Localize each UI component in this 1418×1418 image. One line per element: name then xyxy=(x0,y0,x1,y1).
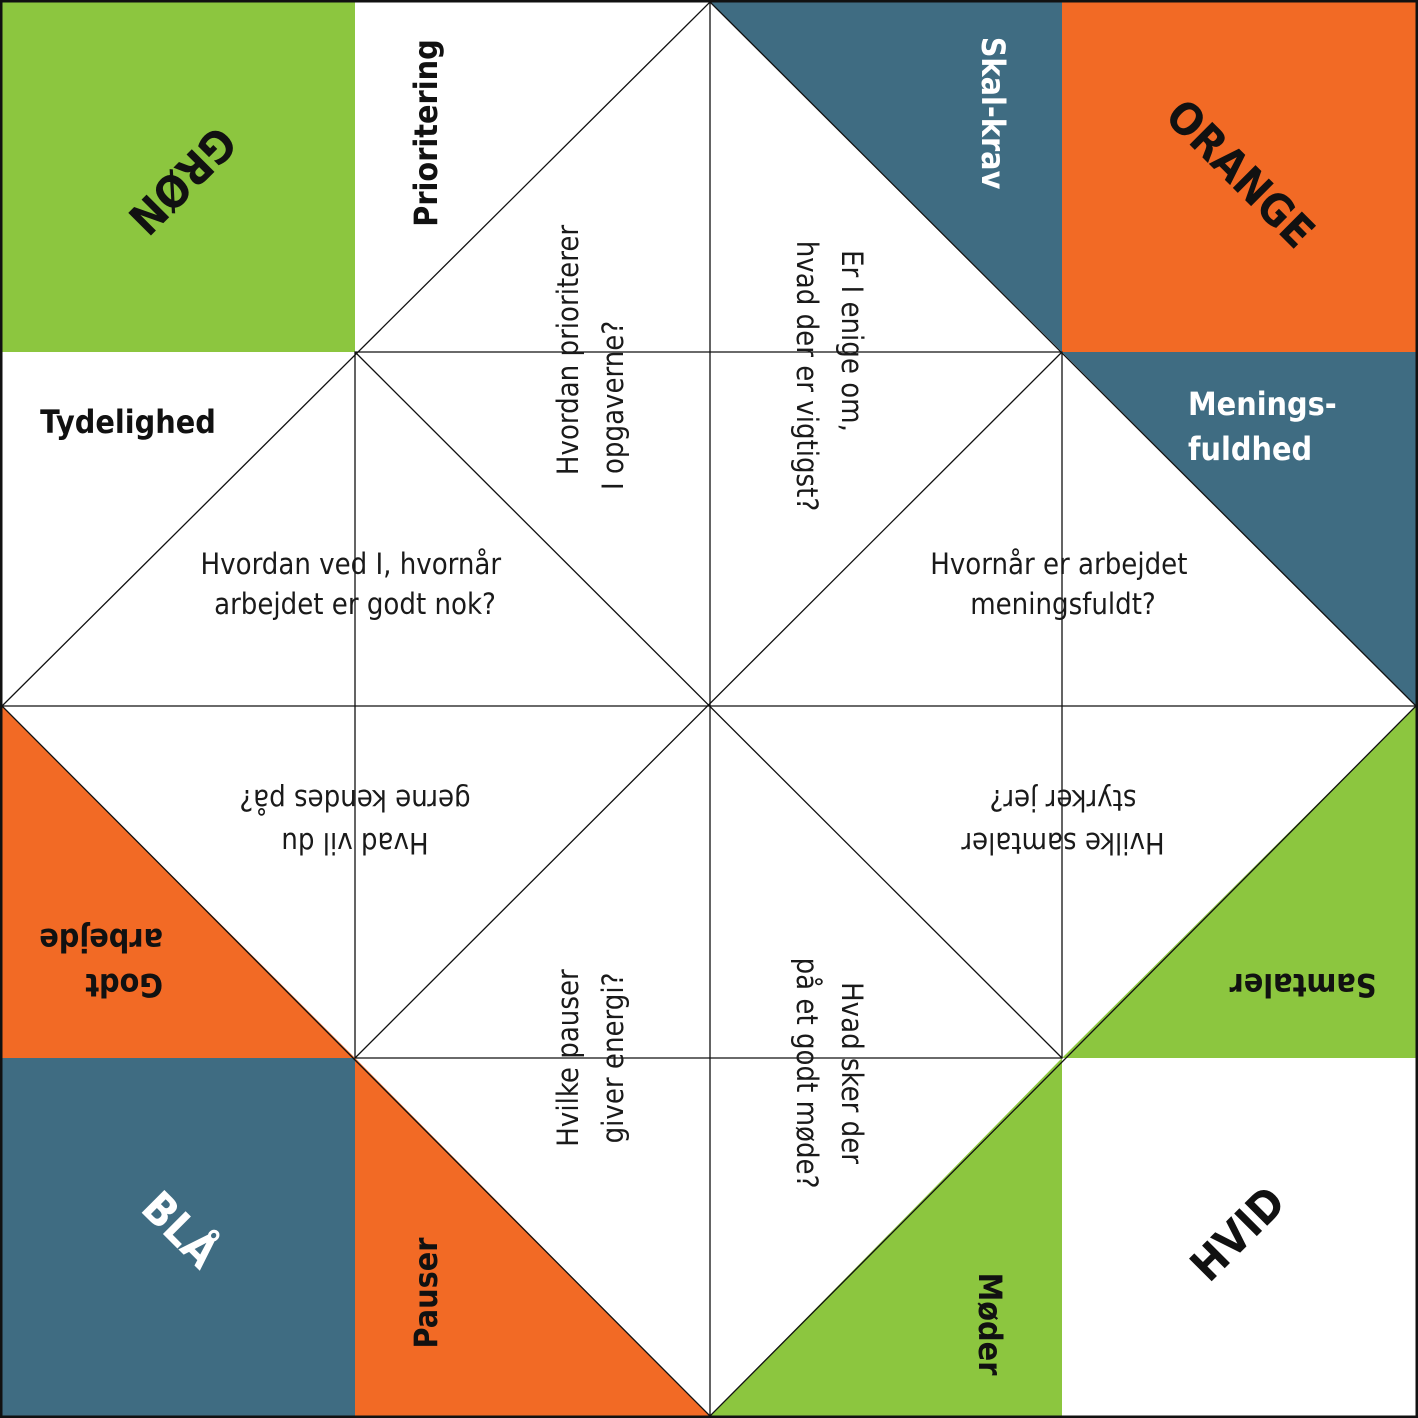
question-prioritering-line-2: I opgaverne? xyxy=(596,321,630,490)
corner-blue-square xyxy=(2,1058,355,1416)
question-godt-arbejde: Hvad vil du gerne kendes på? xyxy=(239,783,470,860)
fold-line-diagonal-b xyxy=(354,351,1063,1059)
flap-label-moeder: Møder xyxy=(971,1273,1009,1377)
flap-label-samtaler: Samtaler xyxy=(1229,966,1377,1004)
question-pauser-line-1: Hvilke pauser xyxy=(551,969,585,1147)
question-prioritering-line-1: Hvordan prioriterer xyxy=(551,225,585,475)
flap-label-tydelighed: Tydelighed xyxy=(40,403,216,441)
question-pauser: Hvilke pauser giver energi? xyxy=(551,969,630,1147)
question-samtaler: Hvilke samtaler styrker jer? xyxy=(961,783,1164,860)
flap-label-skal-krav: Skal-krav xyxy=(974,37,1012,190)
flap-label-meningsfuldhed-line-1: Menings- xyxy=(1188,385,1337,423)
question-meningsfuldhed: Hvornår er arbejdet meningsfuldt? xyxy=(930,547,1196,621)
flap-label-godt-arbejde: Godt arbejde xyxy=(39,921,163,1004)
question-pauser-line-2: giver energi? xyxy=(596,973,630,1144)
flap-label-godt-arbejde-line-1: Godt xyxy=(85,966,163,1004)
flap-label-pauser: Pauser xyxy=(407,1237,445,1349)
question-godt-arbejde-line-2: gerne kendes på? xyxy=(239,783,470,817)
question-godt-arbejde-line-1: Hvad vil du xyxy=(281,826,428,860)
question-skal-krav: Er I enige om, hvad der er vigtigst? xyxy=(790,241,869,511)
flap-label-godt-arbejde-line-2: arbejde xyxy=(39,921,163,959)
corner-green-square xyxy=(2,2,355,352)
question-tydelighed: Hvordan ved I, hvornår arbejdet er godt … xyxy=(201,547,510,621)
question-prioritering: Hvordan prioriterer I opgaverne? xyxy=(551,225,630,490)
corner-orange-square xyxy=(1062,2,1416,352)
question-tydelighed-line-1: Hvordan ved I, hvornår xyxy=(201,547,502,581)
flap-moeder-triangle xyxy=(710,1058,1062,1416)
question-samtaler-line-1: Hvilke samtaler xyxy=(961,826,1164,860)
question-tydelighed-line-2: arbejdet er godt nok? xyxy=(214,587,496,621)
flap-label-meningsfuldhed: Menings- fuldhed xyxy=(1188,385,1347,468)
question-skal-krav-line-2: hvad der er vigtigst? xyxy=(790,241,824,511)
question-samtaler-line-2: styrker jer? xyxy=(990,783,1137,817)
flap-label-meningsfuldhed-line-2: fuldhed xyxy=(1188,430,1312,468)
flap-samtaler-triangle xyxy=(1062,706,1416,1058)
question-meningsfuldhed-line-1: Hvornår er arbejdet xyxy=(930,547,1187,581)
question-skal-krav-line-1: Er I enige om, xyxy=(835,250,869,432)
corner-white-square xyxy=(1062,1058,1416,1416)
question-moeder-line-2: på et godt møde? xyxy=(790,958,824,1189)
flap-label-prioritering: Prioritering xyxy=(407,39,445,226)
question-meningsfuldhed-line-2: meningsfuldt? xyxy=(970,587,1156,621)
question-moeder-line-1: Hvad sker der xyxy=(835,982,869,1164)
question-moeder: Hvad sker der på et godt møde? xyxy=(790,958,869,1189)
